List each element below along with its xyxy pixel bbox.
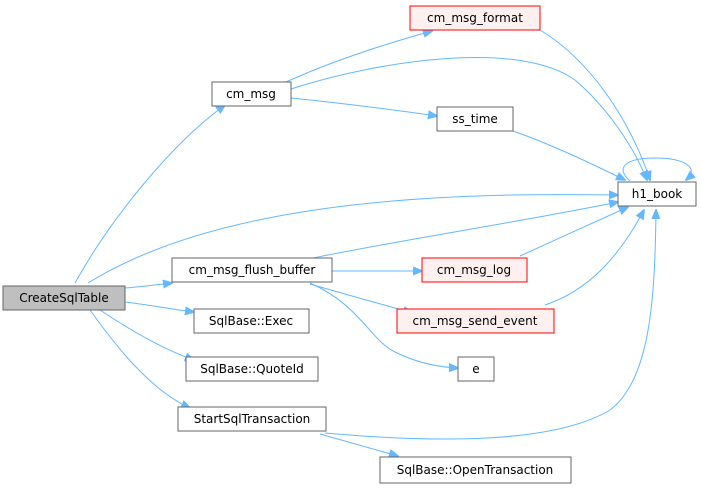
edges — [74, 29, 691, 456]
edge-cm-msg-ss-time — [290, 97, 437, 116]
node-cm-msg-log-label: cm_msg_log — [437, 263, 511, 277]
node-e[interactable]: e — [457, 356, 495, 382]
node-sqlbase-exec-label: SqlBase::Exec — [209, 314, 293, 328]
node-ss-time-label: ss_time — [452, 112, 498, 126]
node-h1-book[interactable]: h1_book — [617, 181, 697, 207]
node-h1-book-label: h1_book — [632, 187, 683, 201]
node-cm-msg-label: cm_msg — [226, 87, 276, 101]
node-e-label: e — [472, 362, 479, 376]
node-cm-msg-send-event[interactable]: cm_msg_send_event — [396, 308, 555, 334]
node-sqlbase-opentransaction[interactable]: SqlBase::OpenTransaction — [379, 456, 572, 484]
edge-cm-msg-log-h1-book — [519, 207, 628, 257]
edge-startsqltransaction-h1-book — [324, 210, 656, 440]
edge-startsqltransaction-sqlbase-opentransaction — [319, 433, 398, 456]
edge-h1-book-self-loop — [622, 157, 691, 181]
node-sqlbase-opentransaction-label: SqlBase::OpenTransaction — [397, 463, 554, 477]
edge-cm-msg-cm-msg-format — [285, 31, 432, 83]
node-startsqltransaction[interactable]: StartSqlTransaction — [177, 406, 327, 432]
edge-cm-msg-send-event-h1-book — [544, 210, 644, 306]
node-cm-msg-flush-buffer-label: cm_msg_flush_buffer — [189, 263, 316, 277]
node-cm-msg[interactable]: cm_msg — [211, 81, 292, 107]
edge-createsqltable-sqlbase-exec — [124, 301, 194, 312]
node-cm-msg-format[interactable]: cm_msg_format — [409, 5, 541, 31]
edge-createsqltable-cm-msg-flush-buffer — [124, 283, 172, 288]
edge-createsqltable-h1-book — [87, 195, 618, 284]
node-sqlbase-quoteid-label: SqlBase::QuoteId — [200, 362, 304, 376]
edge-cm-msg-flush-buffer-h1-book — [312, 202, 618, 259]
edge-createsqltable-startsqltransaction — [89, 309, 190, 408]
node-cm-msg-flush-buffer[interactable]: cm_msg_flush_buffer — [171, 257, 333, 283]
node-ss-time[interactable]: ss_time — [436, 106, 514, 132]
node-cm-msg-send-event-label: cm_msg_send_event — [413, 314, 538, 328]
node-createsqltable[interactable]: CreateSqlTable — [2, 285, 126, 311]
edge-ss-time-h1-book — [512, 130, 625, 180]
edge-cm-msg-flush-buffer-e — [309, 282, 458, 368]
node-sqlbase-quoteid[interactable]: SqlBase::QuoteId — [185, 356, 319, 382]
edge-cm-msg-format-h1-book — [539, 29, 650, 180]
edge-cm-msg-h1-book — [290, 57, 647, 180]
node-startsqltransaction-label: StartSqlTransaction — [194, 412, 311, 426]
node-cm-msg-log[interactable]: cm_msg_log — [421, 257, 528, 283]
node-cm-msg-format-label: cm_msg_format — [427, 11, 523, 25]
edge-createsqltable-sqlbase-quoteid — [99, 309, 194, 360]
node-sqlbase-exec[interactable]: SqlBase::Exec — [193, 308, 310, 334]
edge-createsqltable-cm-msg — [74, 105, 225, 284]
node-createsqltable-label: CreateSqlTable — [19, 291, 108, 305]
